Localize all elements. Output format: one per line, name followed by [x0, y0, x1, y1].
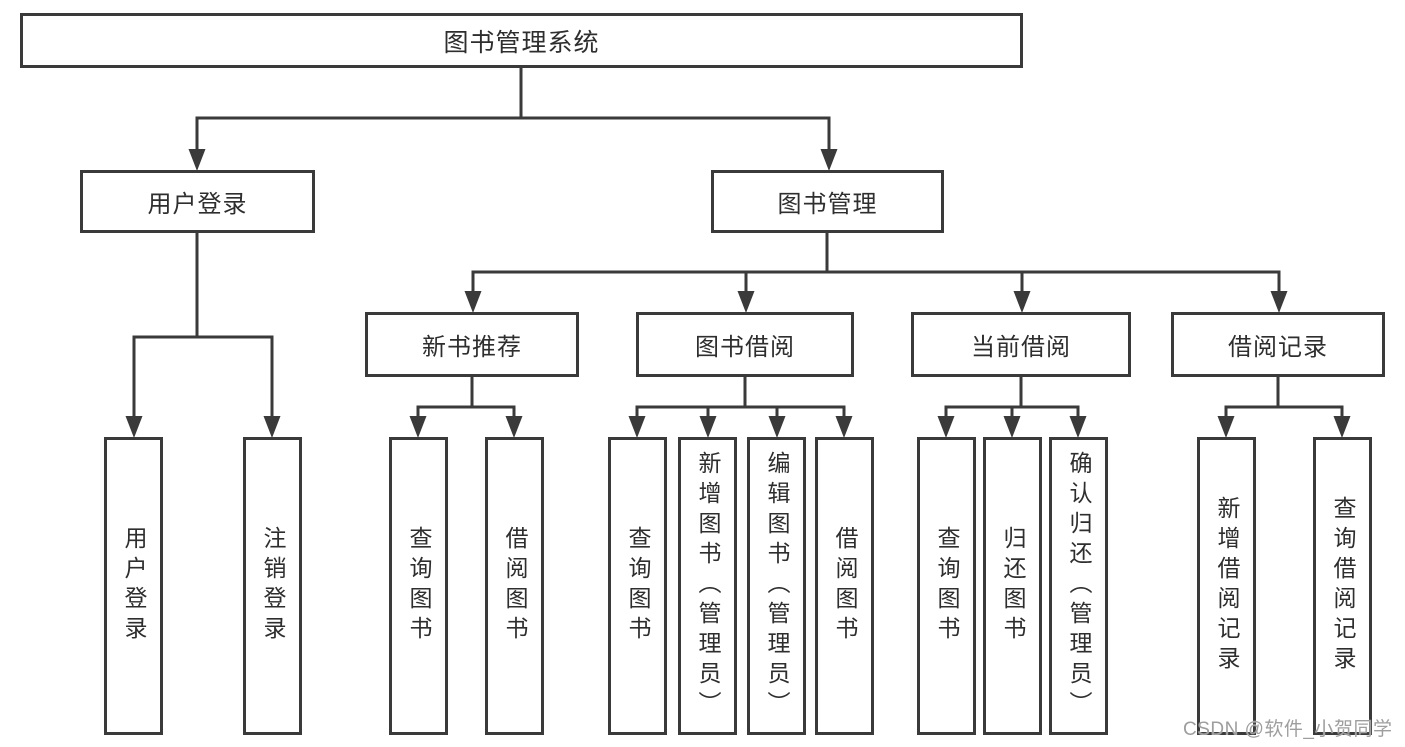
node-new-book-recommend-label: 新书推荐 — [422, 334, 522, 361]
node-book-management: 图书管理 — [711, 170, 944, 233]
node-book-management-label: 图书管理 — [777, 191, 878, 218]
node-borrowing-records-label: 借阅记录 — [1228, 334, 1328, 361]
node-leaf-add-borrow-record: 新增借阅记录 — [1197, 437, 1256, 735]
node-leaf-query-borrow-record: 查询借阅记录 — [1313, 437, 1372, 735]
node-leaf-query-borrow-record-label: 查询借阅记录 — [1330, 496, 1356, 676]
node-leaf-add-books-admin-label: 新增图书（管理员） — [695, 451, 721, 721]
node-new-book-recommend: 新书推荐 — [365, 312, 579, 377]
node-leaf-user-login: 用户登录 — [104, 437, 163, 735]
node-leaf-query-books-borrowing: 查询图书 — [608, 437, 667, 735]
node-current-borrowing-label: 当前借阅 — [971, 334, 1071, 361]
node-leaf-borrow-books-recommend-label: 借阅图书 — [502, 526, 528, 646]
node-leaf-query-books-recommend: 查询图书 — [389, 437, 448, 735]
node-root: 图书管理系统 — [20, 13, 1023, 68]
node-leaf-edit-books-admin-label: 编辑图书（管理员） — [764, 451, 790, 721]
node-leaf-add-books-admin: 新增图书（管理员） — [678, 437, 737, 735]
node-user-login-label: 用户登录 — [147, 191, 248, 218]
node-leaf-logout: 注销登录 — [243, 437, 302, 735]
node-book-borrowing-label: 图书借阅 — [695, 334, 795, 361]
node-current-borrowing: 当前借阅 — [911, 312, 1131, 377]
watermark-csdn: CSDN @软件_小贺同学 — [1183, 719, 1393, 740]
node-leaf-query-books-recommend-label: 查询图书 — [406, 526, 432, 646]
node-leaf-user-login-label: 用户登录 — [121, 526, 147, 646]
node-leaf-query-books-borrowing-label: 查询图书 — [625, 526, 651, 646]
node-book-borrowing: 图书借阅 — [636, 312, 854, 377]
node-user-login: 用户登录 — [80, 170, 315, 233]
node-leaf-logout-label: 注销登录 — [260, 526, 286, 646]
node-leaf-return-books: 归还图书 — [983, 437, 1042, 735]
node-leaf-borrow-books-recommend: 借阅图书 — [485, 437, 544, 735]
node-leaf-query-books-current-label: 查询图书 — [934, 526, 960, 646]
node-borrowing-records: 借阅记录 — [1171, 312, 1385, 377]
node-leaf-return-books-label: 归还图书 — [1000, 526, 1026, 646]
node-leaf-borrow-books-borrowing: 借阅图书 — [815, 437, 874, 735]
node-leaf-add-borrow-record-label: 新增借阅记录 — [1214, 496, 1240, 676]
node-leaf-query-books-current: 查询图书 — [917, 437, 976, 735]
node-root-label: 图书管理系统 — [443, 28, 600, 57]
node-leaf-edit-books-admin: 编辑图书（管理员） — [747, 437, 806, 735]
node-leaf-confirm-return-admin-label: 确认归还（管理员） — [1066, 451, 1092, 721]
node-leaf-borrow-books-borrowing-label: 借阅图书 — [832, 526, 858, 646]
node-leaf-confirm-return-admin: 确认归还（管理员） — [1049, 437, 1108, 735]
